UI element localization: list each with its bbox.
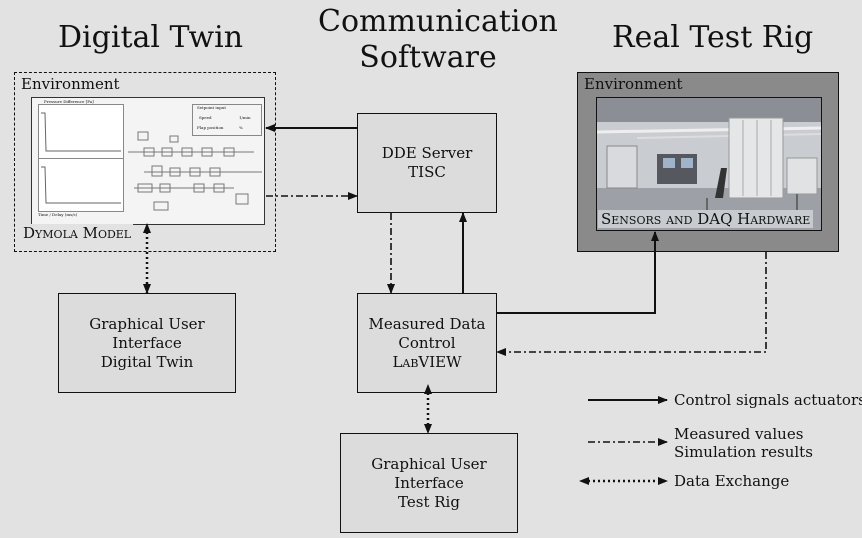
arrow-measured-to-sensors [497,231,659,314]
title-real-test-rig: Real Test Rig [612,20,814,55]
rig-environment-label: Environment [584,75,683,93]
environment-label: Environment [21,75,120,93]
gui-dt-line1: Graphical User Interface [89,314,205,352]
real-test-rig-environment: Environment Sensors [577,72,839,252]
gui-digital-twin-box: Graphical User Interface Digital Twin [58,293,236,393]
gui-dt-line2: Digital Twin [100,352,194,371]
model-plot-upper [38,104,124,160]
plot-upper-trace [41,112,121,152]
dde-server-label: DDE Server [381,144,473,162]
measured-data-label: Measured Data [368,314,486,333]
gui-test-rig-box: Graphical User Interface Test Rig [340,433,518,533]
setpoint-flap-label: Flap position [197,125,224,130]
gui-tr-line2: Test Rig [398,492,460,511]
legend-simulation-results: Simulation results [674,443,813,461]
legend-data-exchange: Data Exchange [674,472,790,490]
sensors-daq-label: Sensors and DAQ Hardware [598,210,814,228]
dymola-model-label: Dymola Model [21,224,134,242]
labview-label: LabVIEW [392,352,462,371]
plot-x-label: Time / Delay (ms/s) [38,212,78,217]
title-software: Software [359,40,497,75]
control-label: Control [398,333,456,352]
tisc-label: TISC [408,163,446,181]
measured-data-control-box: Measured Data Control LabVIEW [357,293,497,393]
setpoint-input-panel: Setpoint input Speed 1/min Flap position… [192,104,262,136]
title-digital-twin: Digital Twin [58,20,244,55]
model-block-diagram [128,131,262,211]
dymola-model-panel: Pressure Difference [Pa] Time / Delay (m… [31,97,265,225]
test-rig-photo [596,97,822,231]
setpoint-flap-unit: % [239,125,243,130]
plot-title: Pressure Difference [Pa] [44,99,94,104]
setpoint-speed-label: Speed [199,115,212,120]
setpoint-speed-unit: 1/min [239,115,251,120]
model-plot-lower [38,158,124,212]
legend-control-signals: Control signals actuators [674,391,862,409]
setpoint-title: Setpoint input [197,105,227,110]
arrow-sensors-to-measured [496,252,767,356]
title-communication: Communication [318,4,558,39]
plot-lower-trace [41,166,121,204]
digital-twin-environment: Environment Pressure Difference [Pa] Tim… [14,72,276,252]
test-rig-illustration [597,98,821,230]
legend-measured-values: Measured values [674,425,804,443]
dde-server-box: DDE Server TISC [357,113,497,213]
gui-tr-line1: Graphical User Interface [371,454,487,492]
